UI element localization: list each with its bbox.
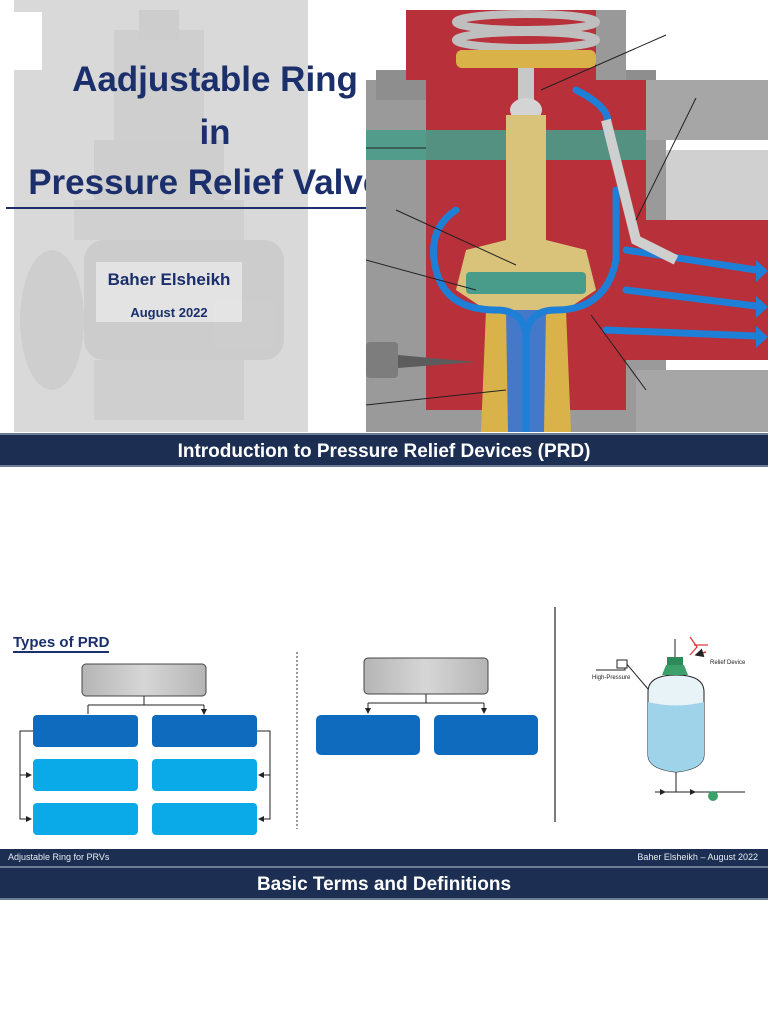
basic-terms-slide xyxy=(0,902,768,1024)
footer-right-text: Baher Elsheikh – August 2022 xyxy=(637,852,758,862)
title-line-3: Pressure Relief Valves xyxy=(28,163,402,202)
author-box xyxy=(96,262,242,322)
title-line-1: Aadjustable Ring xyxy=(72,60,358,99)
valve-cutaway-illustration xyxy=(366,10,768,432)
reclosing-device-tree xyxy=(19,663,271,835)
title-line-2: in xyxy=(199,113,231,152)
non-reclosing-device-tree xyxy=(316,657,538,755)
section-banner-basic-terms: Basic Terms and Definitions xyxy=(0,866,768,900)
title-underline xyxy=(6,207,398,209)
intro-slide: Types of PRD xyxy=(0,467,768,866)
section-banner-introduction: Introduction to Pressure Relief Devices … xyxy=(0,433,768,467)
footer-left-text: Adjustable Ring for PRVs xyxy=(8,852,110,862)
presentation-date: August 2022 xyxy=(130,305,208,320)
relief-device-label: Relief Device xyxy=(710,660,746,666)
pressure-vessel-sketch: High-Pressure Relief Device xyxy=(592,636,746,801)
high-pressure-label: High-Pressure xyxy=(592,675,631,681)
types-of-prd-heading: Types of PRD xyxy=(13,634,110,653)
title-slide: Aadjustable Ring in Pressure Relief Valv… xyxy=(0,0,768,432)
author-name: Baher Elsheikh xyxy=(107,270,231,289)
slide-corner-block xyxy=(0,12,42,70)
prd-types-diagram: High-Pressure Relief Device xyxy=(19,607,746,835)
slide-footer: Adjustable Ring for PRVs Baher Elsheikh … xyxy=(0,849,768,866)
valve-silhouette-image xyxy=(20,10,284,420)
